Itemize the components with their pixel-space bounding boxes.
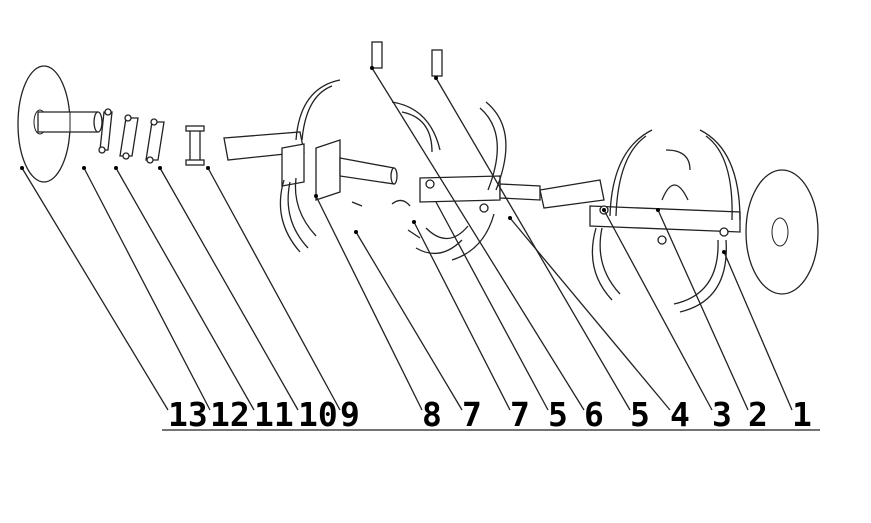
right-blade-assembly (589, 129, 741, 313)
part-number-row: 13 12 11 10 9 8 7 7 5 6 5 4 3 2 1 (162, 395, 820, 434)
label-6: 6 (584, 395, 604, 434)
pins-7 (351, 199, 421, 239)
label-11: 11 (254, 395, 294, 434)
bolt-set-12 (98, 108, 113, 154)
plate-11 (119, 114, 139, 160)
leader-lines (20, 66, 793, 411)
label-5a: 5 (548, 395, 568, 434)
label-4: 4 (670, 395, 690, 434)
label-7a: 7 (462, 395, 482, 434)
plate-10 (145, 118, 165, 164)
left-blade-assembly (223, 79, 341, 253)
label-1: 1 (792, 395, 812, 434)
label-12: 12 (210, 395, 250, 434)
central-tube-assembly (391, 101, 605, 261)
label-7b: 7 (510, 395, 530, 434)
label-8: 8 (422, 395, 442, 434)
right-disc-1 (745, 169, 819, 295)
label-5b: 5 (630, 395, 650, 434)
label-3: 3 (712, 395, 732, 434)
flanged-shaft-8 (315, 139, 398, 201)
left-disc-13 (17, 65, 103, 183)
top-bolts (371, 41, 443, 77)
bolts-9 (185, 125, 205, 166)
label-13: 13 (168, 395, 208, 434)
label-9: 9 (340, 395, 360, 434)
label-2: 2 (748, 395, 768, 434)
label-10: 10 (298, 395, 338, 434)
